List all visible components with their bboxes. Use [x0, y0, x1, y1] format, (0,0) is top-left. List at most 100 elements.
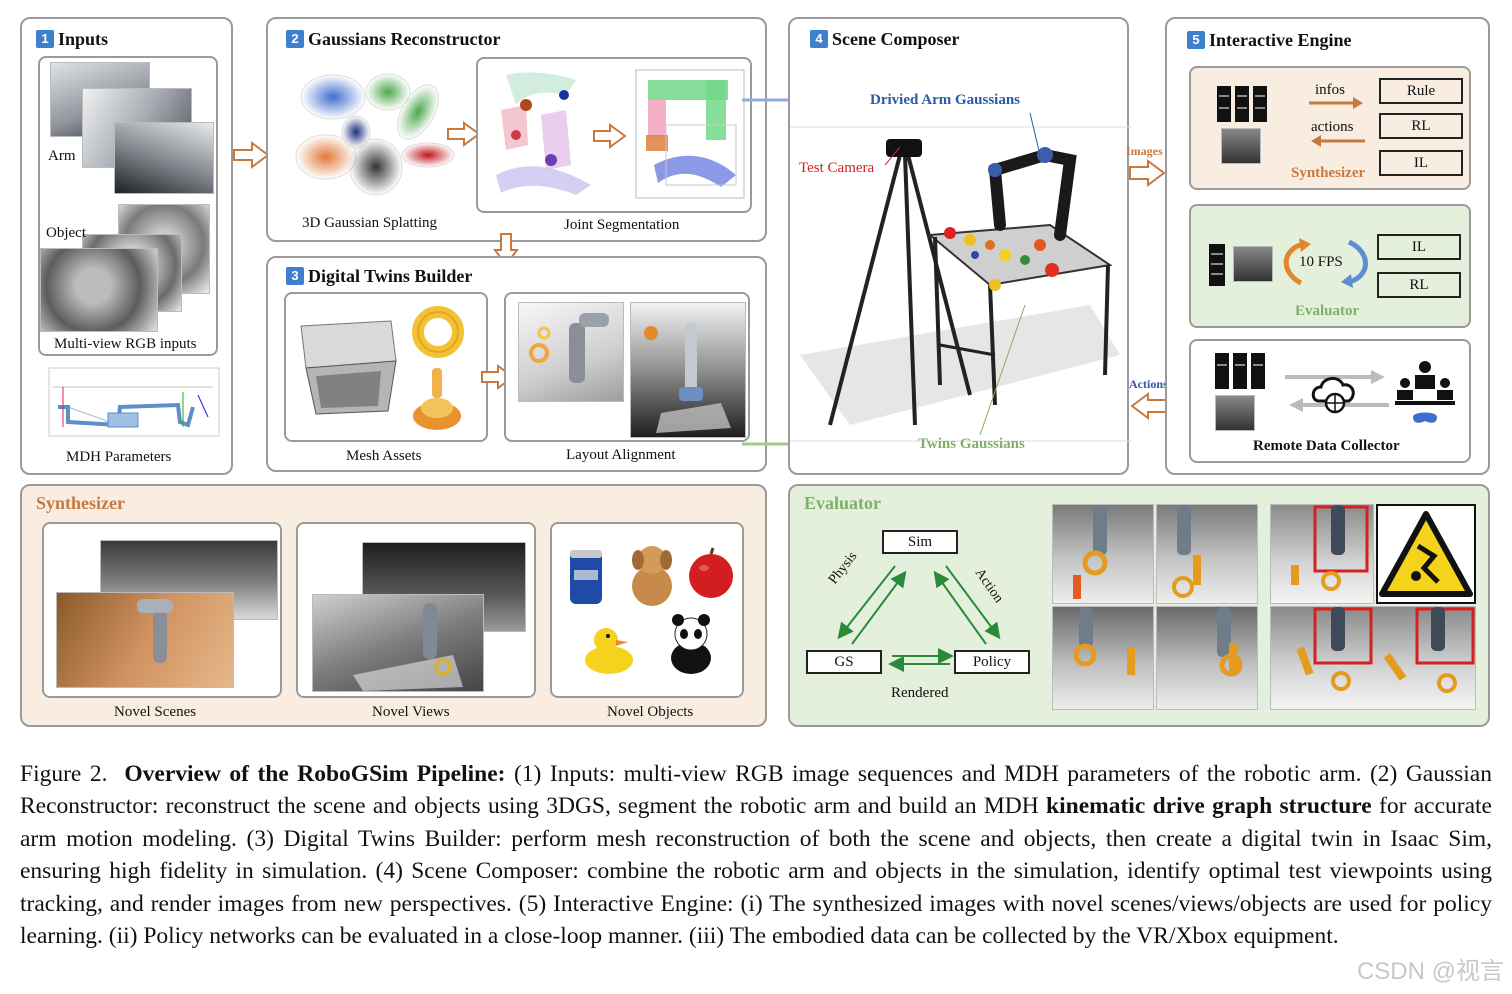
- actions-label: actions: [1311, 119, 1354, 135]
- evaluator-title: Evaluator: [804, 493, 882, 513]
- layout-label: Layout Alignment: [566, 447, 676, 463]
- eval-photo-4: [1156, 606, 1258, 710]
- layout-alignment-box: [504, 292, 750, 442]
- sim-thumb-icon: [1233, 246, 1273, 282]
- panda-plush-icon: [671, 614, 711, 674]
- caption-bold-title: Overview of the RoboGSim Pipeline:: [124, 761, 506, 787]
- cloud-sync-icon: [1285, 370, 1389, 414]
- caption-part1: (1) Inputs: multi-view RGB image sequenc…: [20, 761, 1492, 820]
- collector-label: Remote Data Collector: [1253, 438, 1400, 454]
- server-icon: [1215, 353, 1265, 389]
- mesh-table: [300, 320, 397, 415]
- donut-ring: [412, 306, 464, 358]
- view-photo-front: [312, 594, 484, 692]
- object-label: Object: [46, 225, 86, 241]
- engine-synth-label: Synthesizer: [1291, 165, 1366, 181]
- step-badge: 5: [1187, 31, 1205, 49]
- mesh-label: Mesh Assets: [346, 448, 422, 464]
- arm-point-cloud-colored: [496, 72, 591, 195]
- layout-sim-render: [518, 302, 624, 402]
- eval-rl-box: RL: [1377, 272, 1461, 298]
- novel-objects-box: [550, 522, 744, 698]
- arm-joint-boxes: [635, 69, 745, 199]
- novel-views-label: Novel Views: [372, 704, 450, 720]
- watermark: CSDN @视言: [1356, 958, 1504, 985]
- synthesizer-title: Synthesizer: [36, 493, 125, 513]
- evaluator-loop-arrows: [837, 565, 1001, 672]
- arrow-actions-to-composer: [1130, 392, 1167, 420]
- gaussian-splats: [295, 73, 455, 196]
- mdh-label: MDH Parameters: [66, 449, 172, 465]
- seg-label: Joint Segmentation: [564, 217, 680, 233]
- fail-photo-1: [1270, 504, 1374, 604]
- actions-flow-label: Actions: [1129, 377, 1168, 391]
- policy-box: Policy: [954, 650, 1030, 674]
- novel-scenes-label: Novel Scenes: [114, 704, 197, 720]
- server-icon: [1209, 244, 1225, 286]
- step-badge: 4: [810, 30, 828, 48]
- gs-box: GS: [806, 650, 882, 674]
- caption-bold-kinematic: kinematic drive graph structure: [1046, 793, 1372, 820]
- arrow-splat-to-seg: [447, 121, 481, 147]
- test-camera-label: Test Camera: [799, 160, 875, 176]
- step-badge: 2: [286, 30, 304, 48]
- layout-real-photo: [630, 302, 746, 438]
- eval-photo-3: [1052, 606, 1154, 710]
- engine-synth-box: infos actions Rule RL IL Synthesizer: [1189, 66, 1471, 190]
- splat-label: 3D Gaussian Splatting: [302, 215, 437, 231]
- apple-icon: [689, 547, 733, 598]
- engine-collector-box: Remote Data Collector: [1189, 339, 1471, 463]
- object-photo-3: [40, 248, 158, 332]
- eval-il-box: IL: [1377, 234, 1461, 260]
- arrow-inputs-to-reconstructor: [233, 141, 270, 169]
- arm-photo-3: [114, 122, 214, 194]
- rule-box: Rule: [1379, 78, 1463, 104]
- caption-fig: Figure 2.: [20, 761, 108, 787]
- arm-gaussians-label: Drivied Arm Gaussians: [870, 92, 1021, 108]
- sim-thumb-icon: [1215, 395, 1255, 431]
- eval-photo-1: [1052, 504, 1154, 604]
- synthesizer-panel: Synthesizer Novel Scenes Novel Views: [20, 484, 767, 727]
- mesh-assets-box: [284, 292, 488, 442]
- arrow-images-to-engine: [1129, 159, 1166, 187]
- fps-label: 10 FPS: [1299, 254, 1343, 270]
- scene-photo-front: [56, 592, 234, 688]
- engine-eval-label: Evaluator: [1295, 303, 1360, 319]
- arm-label: Arm: [48, 148, 76, 164]
- il-box: IL: [1379, 150, 1463, 176]
- sim-box: Sim: [882, 530, 958, 554]
- rendered-label: Rendered: [891, 685, 949, 701]
- eval-photo-2: [1156, 504, 1258, 604]
- step-badge: 1: [36, 30, 54, 48]
- plush-dog-icon: [632, 546, 672, 606]
- novel-views-box: [296, 522, 536, 698]
- reconstructor-title-text: Gaussians Reconstructor: [308, 29, 501, 49]
- server-icon: [1217, 86, 1267, 122]
- engine-eval-box: 10 FPS IL RL Evaluator: [1189, 204, 1471, 328]
- loop-arrows-icon: [1283, 238, 1368, 288]
- segmentation-box: Joint Segmentation: [476, 57, 752, 233]
- rl-box: RL: [1379, 113, 1463, 139]
- caption-part2: for accurate arm motion modeling. (3) Di…: [20, 793, 1492, 950]
- arrow-seg-to-joint: [593, 123, 627, 149]
- twins-title-text: Digital Twins Builder: [308, 266, 473, 286]
- engine-title-text: Interactive Engine: [1209, 30, 1352, 50]
- warning-icon: [1379, 511, 1473, 597]
- images-flow-label: Images: [1126, 144, 1163, 158]
- infos-arrow: [1309, 97, 1363, 109]
- rubber-duck-icon: [585, 628, 633, 674]
- inputs-title-text: Inputs: [58, 29, 109, 49]
- warning-sign: [1376, 504, 1476, 604]
- infos-label: infos: [1315, 82, 1345, 98]
- novel-scenes-box: [42, 522, 282, 698]
- soda-can-icon: [570, 550, 602, 604]
- novel-objects-label: Novel Objects: [607, 704, 694, 720]
